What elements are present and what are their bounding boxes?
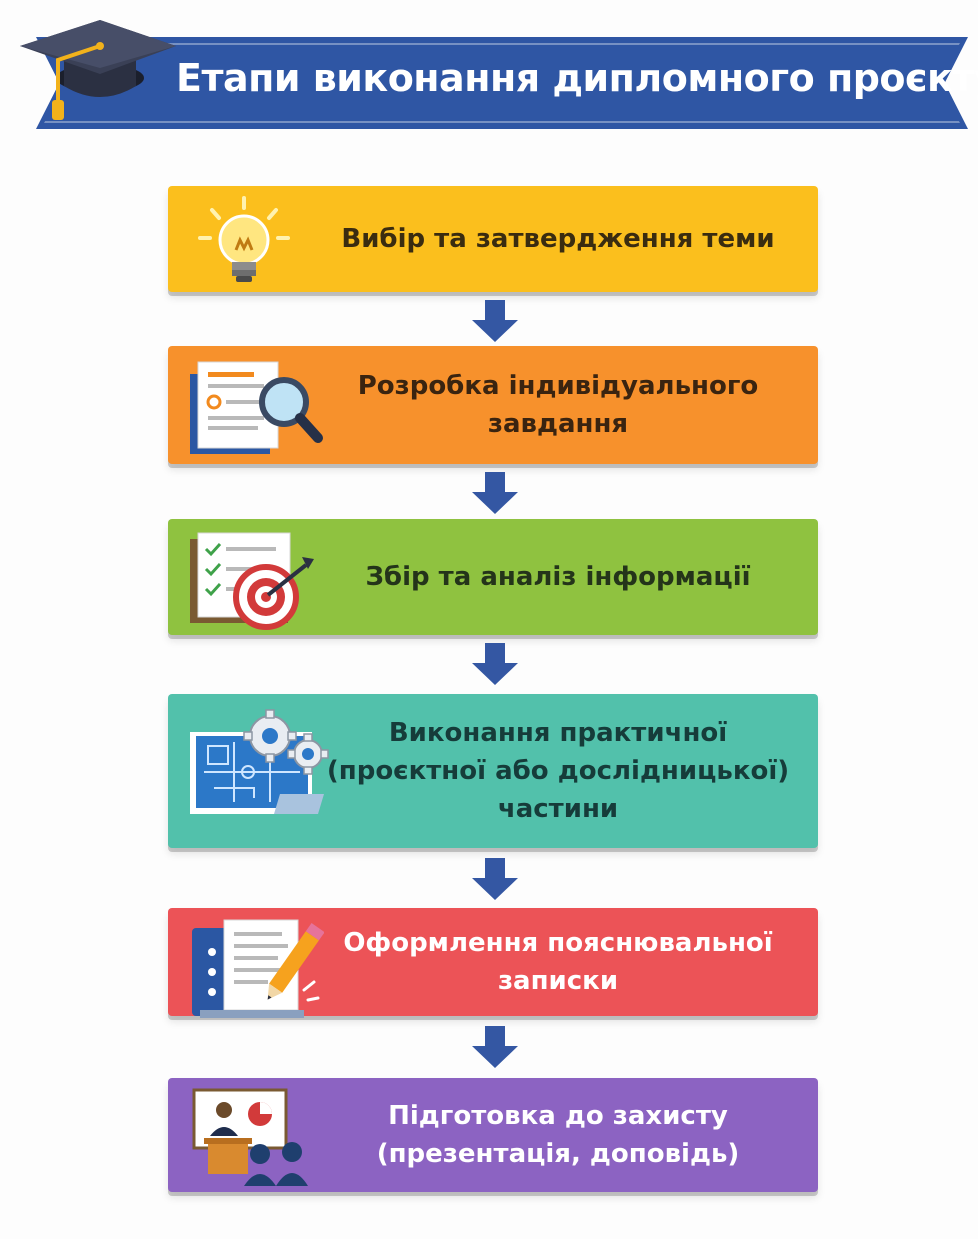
step-individual-assignment: Розробка індивідуального завдання bbox=[168, 346, 818, 464]
step-explanatory-note: Оформлення пояснювальної записки bbox=[168, 908, 818, 1018]
checklist-target-icon bbox=[190, 532, 314, 630]
lightbulb-icon bbox=[198, 196, 290, 282]
down-arrow-icon bbox=[472, 643, 518, 685]
blueprint-gears-icon bbox=[190, 709, 329, 814]
step-practical-part: Виконання практичної (проєктної або досл… bbox=[168, 694, 818, 848]
title-banner: Етапи виконання дипломного проєкту bbox=[0, 0, 978, 150]
step-label: Розробка індивідуального завдання bbox=[357, 371, 759, 439]
step-label: Виконання практичної (проєктної або досл… bbox=[326, 718, 790, 824]
step-topic-selection: Вибір та затвердження теми bbox=[168, 186, 818, 292]
binder-pencil-icon bbox=[192, 919, 324, 1018]
down-arrow-icon bbox=[472, 1026, 518, 1068]
step-label: Вибір та затвердження теми bbox=[341, 224, 775, 254]
step-label: Збір та аналіз інформації bbox=[365, 562, 751, 592]
page-title: Етапи виконання дипломного проєкту bbox=[176, 56, 978, 100]
step-information-analysis: Збір та аналіз інформації bbox=[168, 519, 818, 635]
graduation-cap-icon bbox=[20, 20, 176, 120]
banner-trim bbox=[44, 43, 960, 123]
step-label: Підготовка до захисту (презентація, допо… bbox=[376, 1101, 740, 1169]
step-defense-preparation: Підготовка до захисту (презентація, допо… bbox=[168, 1078, 818, 1192]
presentation-icon bbox=[192, 1088, 308, 1186]
down-arrow-icon bbox=[472, 300, 518, 342]
down-arrow-icon bbox=[472, 472, 518, 514]
banner-ribbon bbox=[36, 37, 968, 129]
down-arrow-icon bbox=[472, 858, 518, 900]
document-magnifier-icon bbox=[190, 361, 323, 454]
step-label: Оформлення пояснювальної записки bbox=[343, 928, 773, 996]
